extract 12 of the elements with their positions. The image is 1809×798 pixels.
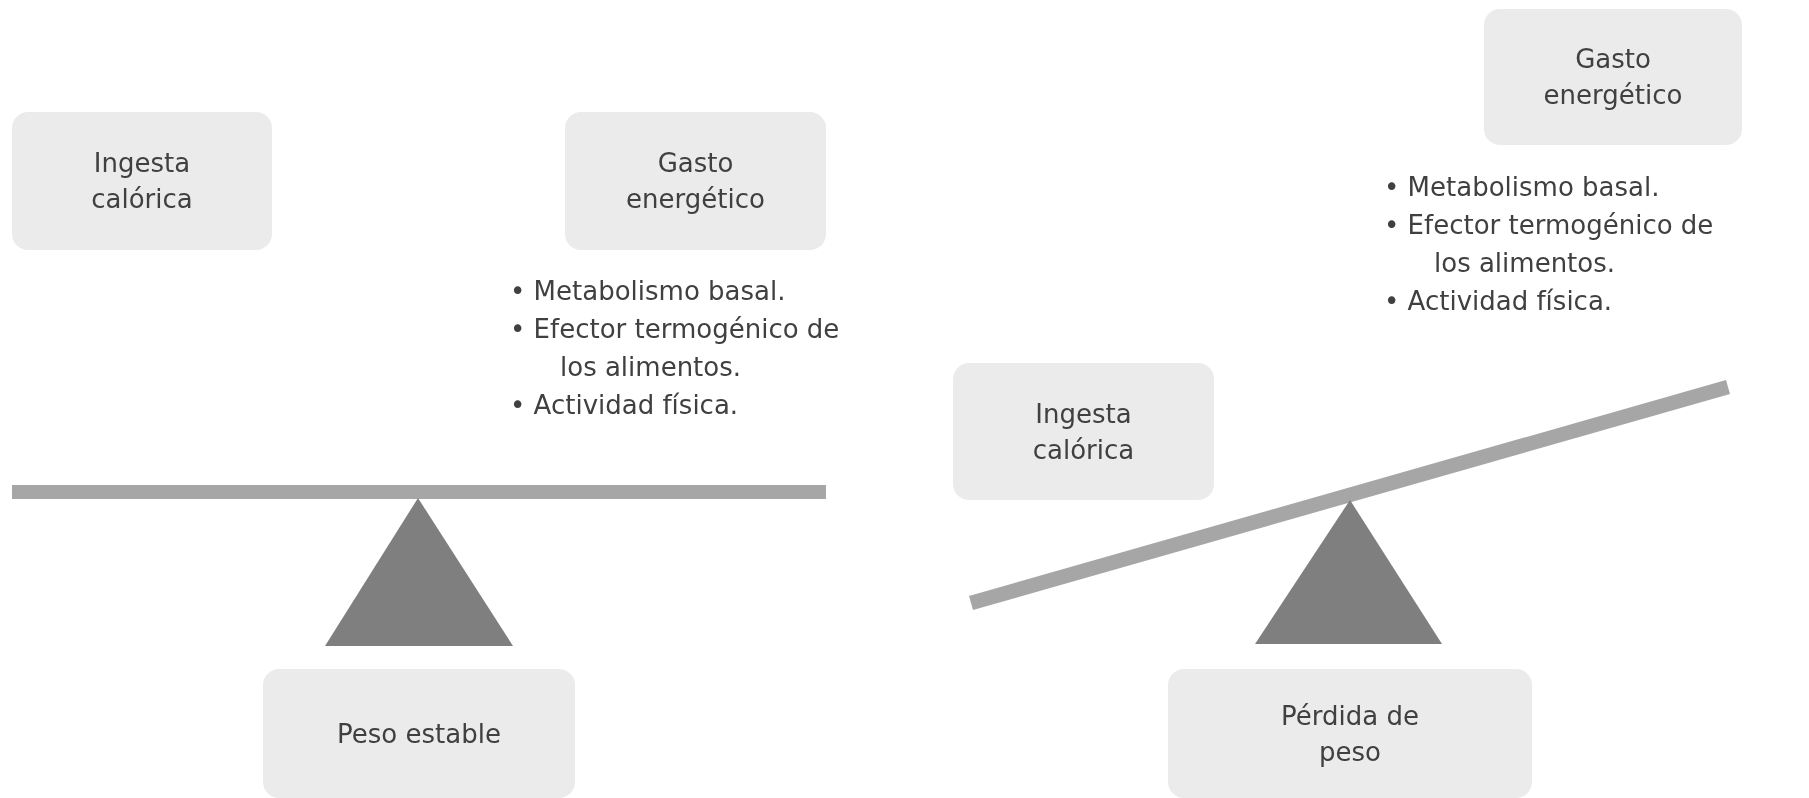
- bullet-item: • Efector termogénico de los alimentos.: [1384, 209, 1715, 280]
- box-label: Ingesta calórica: [1031, 397, 1136, 467]
- bullet-item: • Metabolismo basal.: [510, 275, 787, 308]
- bullet-item: • Metabolismo basal.: [1384, 171, 1661, 204]
- bullet-item: • Actividad física.: [510, 389, 740, 422]
- box-label: Gasto energético: [1542, 43, 1684, 112]
- box-label: Ingesta calórica: [90, 147, 194, 216]
- box-label: Gasto energético: [625, 147, 766, 216]
- box-label: Peso estable: [337, 717, 501, 751]
- bullet-item: • Actividad física.: [1384, 285, 1614, 318]
- bullet-item: • Efector termogénico de los alimentos.: [510, 313, 841, 384]
- box-label: Pérdida de peso: [1280, 699, 1420, 769]
